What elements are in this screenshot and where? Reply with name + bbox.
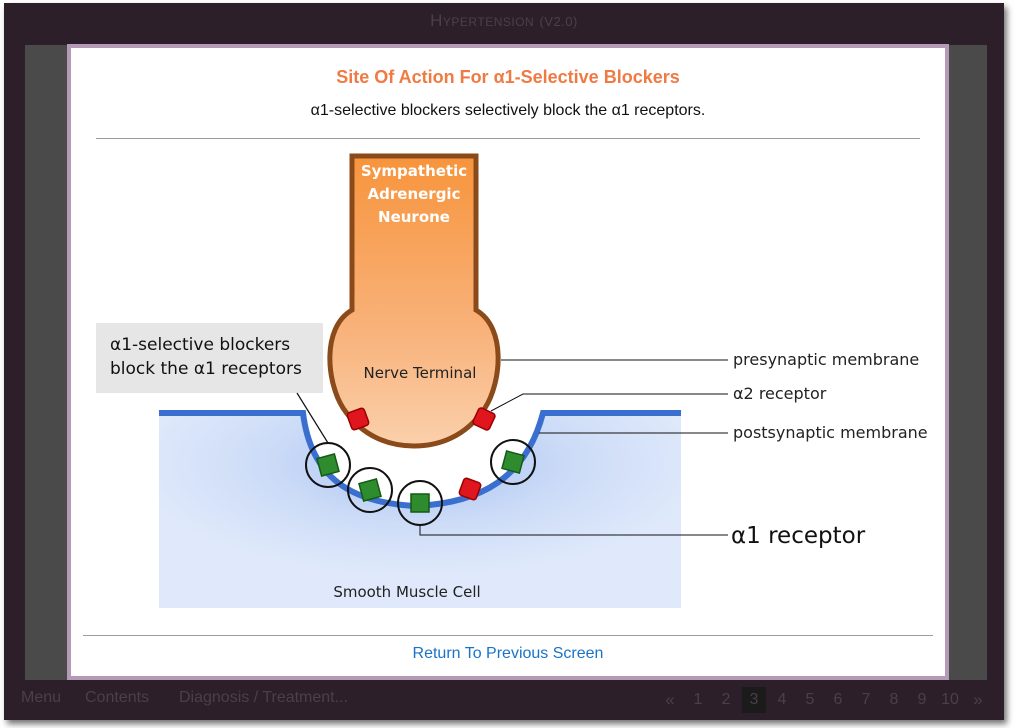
page-1-button[interactable]: 1 xyxy=(693,691,703,708)
page-4-button[interactable]: 4 xyxy=(777,691,787,708)
contents-link[interactable]: Contents xyxy=(85,689,150,706)
dialog-title: Site Of Action For α1-Selective Blockers xyxy=(336,67,680,87)
page-3-button[interactable]: 3 xyxy=(742,687,766,713)
alpha2-leader xyxy=(490,393,728,412)
header-divider xyxy=(96,138,920,139)
callout-pointer xyxy=(296,392,329,444)
page-5-button[interactable]: 5 xyxy=(805,691,815,708)
info-dialog: Site Of Action For α1-Selective Blockers… xyxy=(67,44,949,680)
return-to-previous-link[interactable]: Return To Previous Screen xyxy=(412,645,604,662)
callout-box xyxy=(96,323,323,393)
dialog-subtitle: α1-selective blockers selectively block … xyxy=(310,102,706,119)
alpha1-leader xyxy=(419,525,728,536)
alpha2-receptor-3 xyxy=(458,477,482,501)
app-title: Hypertension (V2.0) xyxy=(4,11,1004,31)
alpha1-blocker-diagram: Sympathetic Adrenergic Neurone Nerve Ter… xyxy=(96,153,928,608)
neurone-label-line2: Adrenergic xyxy=(368,185,461,203)
app-title-text: Hypertension xyxy=(430,11,535,30)
presynaptic-label: presynaptic membrane xyxy=(733,350,919,369)
alpha1-receptor-4 xyxy=(490,439,536,485)
next-page-button[interactable]: » xyxy=(973,690,983,709)
app-version: (V2.0) xyxy=(539,14,578,29)
alpha2-receptor-2 xyxy=(472,407,496,431)
page-7-button[interactable]: 7 xyxy=(861,691,871,708)
postsynaptic-label: postsynaptic membrane xyxy=(733,423,928,442)
alpha2-receptor-1 xyxy=(346,407,370,431)
page-9-button[interactable]: 9 xyxy=(917,691,927,708)
alpha2-label: α2 receptor xyxy=(733,384,827,403)
page-8-button[interactable]: 8 xyxy=(889,691,899,708)
neurone-label-line1: Sympathetic xyxy=(361,162,467,180)
page-2-button[interactable]: 2 xyxy=(721,691,731,708)
prev-page-button[interactable]: « xyxy=(665,690,675,709)
footer-divider xyxy=(83,635,933,636)
smooth-muscle-label: Smooth Muscle Cell xyxy=(333,583,480,601)
nerve-terminal-label: Nerve Terminal xyxy=(364,364,477,382)
callout-line2: block the α1 receptors xyxy=(110,359,302,379)
pager: « 1 2 3 4 5 6 7 8 9 10 » xyxy=(654,687,990,713)
alpha1-label: α1 receptor xyxy=(731,523,866,549)
section-link[interactable]: Diagnosis / Treatment... xyxy=(179,689,348,706)
neurone-body xyxy=(327,153,501,449)
app-window: Hypertension (V2.0) Site Of Action For α… xyxy=(4,3,1004,720)
menu-link[interactable]: Menu xyxy=(21,689,62,706)
page-10-button[interactable]: 10 xyxy=(941,691,959,708)
callout-line1: α1-selective blockers xyxy=(110,335,290,355)
neurone-label-line3: Neurone xyxy=(378,208,450,226)
bottom-nav-bar: Menu Contents Diagnosis / Treatment... «… xyxy=(4,683,1004,719)
page-6-button[interactable]: 6 xyxy=(833,691,843,708)
alpha1-receptor-2 xyxy=(347,467,393,513)
